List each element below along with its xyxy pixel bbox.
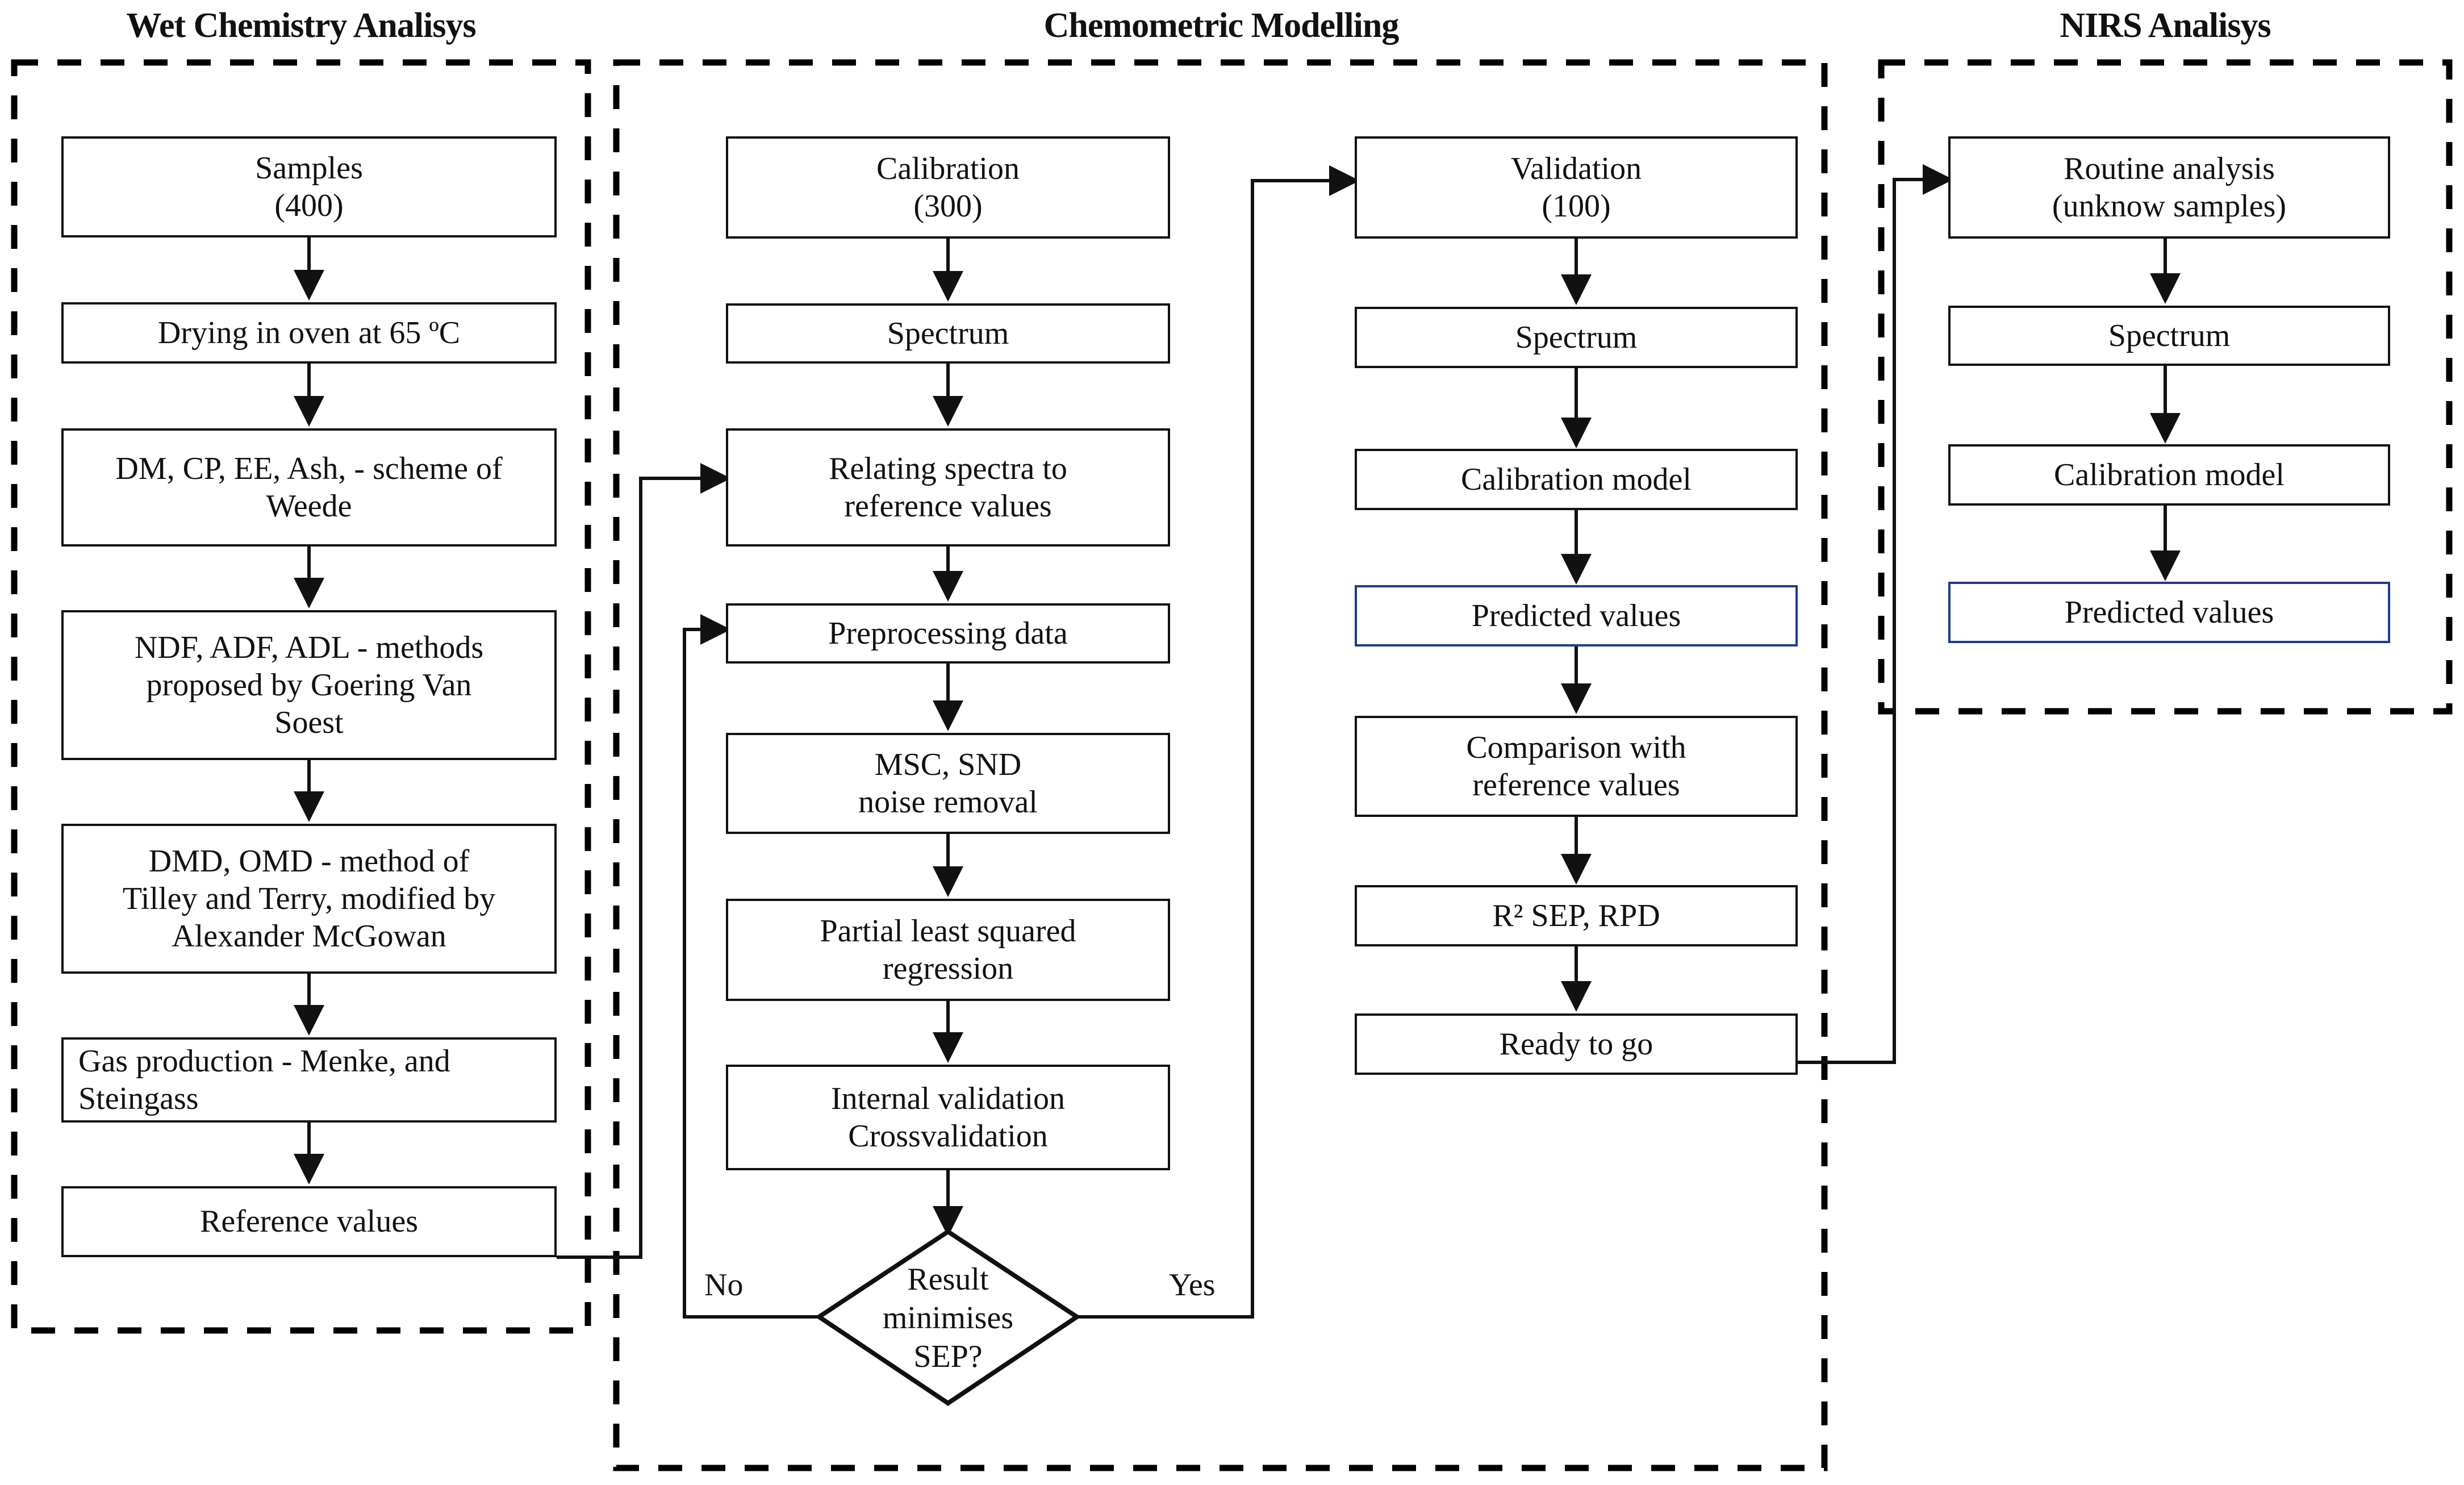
node-spectrum-cal[interactable]: Spectrum	[726, 303, 1170, 364]
node-reference-values[interactable]: Reference values	[61, 1186, 557, 1257]
node-ndf-adf-adl-label: NDF, ADF, ADL - methods proposed by Goer…	[134, 629, 484, 741]
node-drying[interactable]: Drying in oven at 65 ºC	[61, 302, 557, 364]
node-comparison-label: Comparison with reference values	[1466, 729, 1686, 803]
node-spectrum-val[interactable]: Spectrum	[1355, 307, 1798, 368]
node-spectrum-val-label: Spectrum	[1515, 319, 1638, 355]
node-pls-regression[interactable]: Partial least squared regression	[726, 899, 1170, 1001]
edge-ready-routine	[1784, 164, 1953, 1064]
node-relating-spectra-label: Relating spectra to reference values	[829, 450, 1067, 524]
node-routine-analysis-label: Routine analysis (unknow samples)	[2052, 151, 2287, 224]
node-samples-label: Samples (400)	[255, 150, 363, 223]
section-title-wet-chemistry: Wet Chemistry Analisys	[126, 6, 476, 45]
node-ready-to-go-label: Ready to go	[1499, 1026, 1653, 1062]
node-dmd-omd[interactable]: DMD, OMD - method of Tilley and Terry, m…	[61, 824, 557, 974]
edge-label-yes: Yes	[1169, 1267, 1216, 1303]
edge-decision-no	[683, 614, 819, 1319]
node-ready-to-go[interactable]: Ready to go	[1355, 1013, 1798, 1075]
section-title-nirs: NIRS Analisys	[2060, 6, 2271, 45]
node-calibration[interactable]: Calibration (300)	[726, 136, 1170, 239]
node-samples[interactable]: Samples (400)	[61, 136, 557, 237]
node-pls-regression-label: Partial least squared regression	[820, 913, 1076, 986]
node-internal-validation-label: Internal validation Crossvalidation	[830, 1081, 1066, 1154]
node-msc-snd-label: MSC, SND noise removal	[858, 746, 1038, 820]
node-routine-analysis[interactable]: Routine analysis (unknow samples)	[1948, 136, 2390, 239]
node-ndf-adf-adl[interactable]: NDF, ADF, ADL - methods proposed by Goer…	[61, 610, 557, 760]
node-predicted-values-val-label: Predicted values	[1471, 598, 1681, 633]
node-metrics[interactable]: R² SEP, RPD	[1355, 885, 1798, 946]
node-predicted-values-nirs-label: Predicted values	[2064, 594, 2274, 630]
node-validation[interactable]: Validation (100)	[1355, 136, 1798, 239]
node-internal-validation[interactable]: Internal validation Crossvalidation	[726, 1065, 1170, 1170]
node-validation-label: Validation (100)	[1510, 151, 1642, 224]
node-spectrum-cal-label: Spectrum	[887, 315, 1009, 351]
node-gas-production[interactable]: Gas production - Menke, and Steingass	[61, 1037, 557, 1123]
node-preprocessing[interactable]: Preprocessing data	[726, 603, 1170, 664]
node-spectrum-nirs[interactable]: Spectrum	[1948, 306, 2390, 366]
edge-reference-relating	[557, 463, 731, 1259]
node-calibration-model-val-label: Calibration model	[1461, 461, 1692, 497]
node-dm-cp-ee-ash-label: DM, CP, EE, Ash, - scheme of Weede	[115, 450, 503, 524]
node-preprocessing-label: Preprocessing data	[828, 615, 1068, 651]
node-predicted-values-val[interactable]: Predicted values	[1355, 585, 1798, 646]
node-spectrum-nirs-label: Spectrum	[2108, 318, 2231, 353]
group-chemometric	[613, 59, 1828, 1471]
node-calibration-model-val[interactable]: Calibration model	[1355, 449, 1798, 510]
node-reference-values-label: Reference values	[200, 1204, 418, 1240]
node-calibration-model-nirs-label: Calibration model	[2054, 457, 2285, 493]
node-msc-snd[interactable]: MSC, SND noise removal	[726, 733, 1170, 834]
group-wet-chemistry	[11, 59, 591, 1334]
node-calibration-model-nirs[interactable]: Calibration model	[1948, 444, 2390, 506]
decision-diamond-sep	[815, 1229, 1081, 1406]
node-predicted-values-nirs[interactable]: Predicted values	[1948, 582, 2390, 643]
node-comparison[interactable]: Comparison with reference values	[1355, 716, 1798, 817]
section-title-chemometric: Chemometric Modelling	[1043, 6, 1400, 45]
node-drying-label: Drying in oven at 65 ºC	[157, 315, 461, 351]
node-dm-cp-ee-ash[interactable]: DM, CP, EE, Ash, - scheme of Weede	[61, 428, 557, 547]
node-gas-production-label: Gas production - Menke, and Steingass	[78, 1043, 450, 1116]
node-dmd-omd-label: DMD, OMD - method of Tilley and Terry, m…	[122, 843, 496, 954]
node-metrics-label: R² SEP, RPD	[1492, 898, 1660, 933]
node-calibration-label: Calibration (300)	[876, 151, 1020, 224]
edge-label-no: No	[704, 1267, 744, 1303]
node-relating-spectra[interactable]: Relating spectra to reference values	[726, 428, 1170, 547]
edge-decision-yes	[1077, 165, 1360, 1319]
